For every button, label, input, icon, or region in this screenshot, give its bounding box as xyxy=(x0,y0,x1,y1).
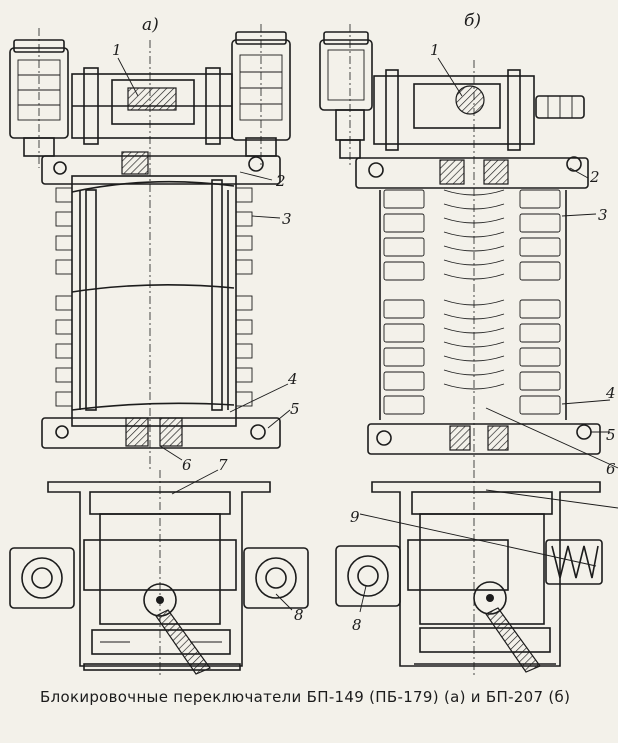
callout-a-7: 7 xyxy=(218,456,228,474)
panel-label-a: а) xyxy=(142,15,159,35)
callout-a-8: 8 xyxy=(294,606,304,624)
callout-b-5: 5 xyxy=(606,426,616,444)
panel-b-top-view xyxy=(319,24,601,470)
callout-b-8: 8 xyxy=(352,616,362,634)
callout-a-5: 5 xyxy=(290,400,300,418)
callout-b-3: 3 xyxy=(598,206,608,224)
callout-a-1: 1 xyxy=(112,41,122,59)
leader-lines xyxy=(117,57,618,613)
callout-b-6: 6 xyxy=(606,460,616,478)
callout-b-4: 4 xyxy=(605,384,616,402)
panel-a-side-view xyxy=(9,470,309,676)
panel-label-b: б) xyxy=(464,11,481,31)
callout-a-2: 2 xyxy=(275,172,286,190)
callout-a-4: 4 xyxy=(287,370,298,388)
panel-a-top-view xyxy=(9,24,291,470)
panel-b-side-view xyxy=(335,470,603,676)
callout-a-3: 3 xyxy=(282,210,292,228)
callout-b-2: 2 xyxy=(589,168,600,186)
callout-a-6: 6 xyxy=(182,456,192,474)
figure-caption: Блокировочные переключатели БП-149 (ПБ-1… xyxy=(40,688,571,706)
callout-b-9: 9 xyxy=(350,508,360,526)
callout-b-1: 1 xyxy=(430,41,440,59)
